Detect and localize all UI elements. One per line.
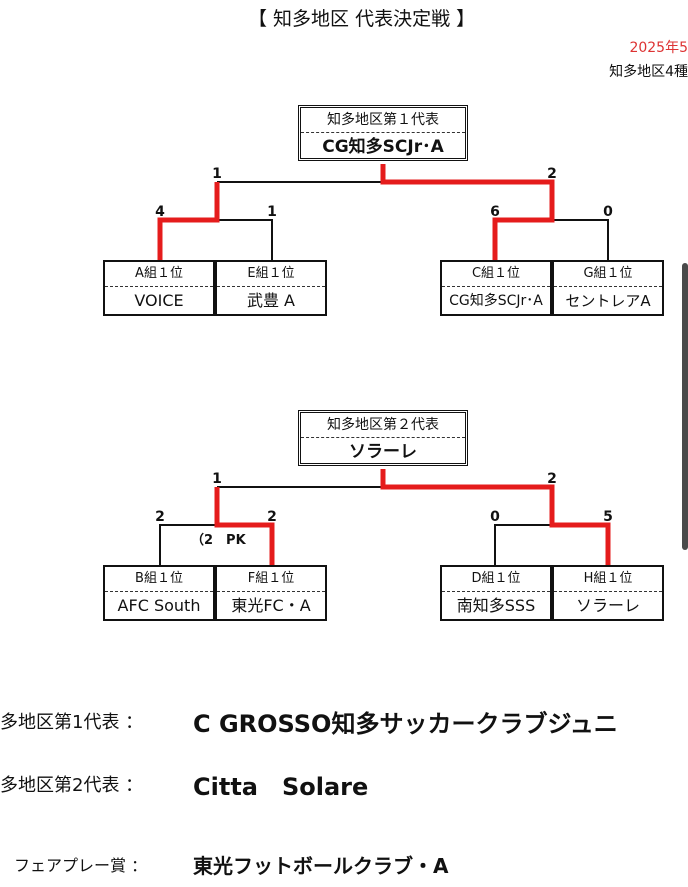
team-box-b: B組１位 AFC South: [103, 565, 215, 621]
team-group: C組１位: [442, 262, 550, 287]
team-group: D組１位: [442, 567, 550, 592]
team-name: ソラーレ: [575, 596, 640, 615]
rep1-header: 知多地区第１代表: [301, 108, 465, 133]
b1-score-e: 1: [267, 204, 277, 220]
b1-score-left: 1: [212, 166, 222, 182]
b2-score-h: 5: [603, 509, 613, 525]
team-name: 武豊 A: [246, 291, 296, 310]
team-group: G組１位: [554, 262, 662, 287]
team-box-g: G組１位 セントレアA: [552, 260, 664, 316]
team-name: セントレアA: [565, 292, 651, 310]
b1-score-right: 2: [547, 166, 557, 182]
rep1-box: 知多地区第１代表 CG知多SCJr･A: [298, 105, 468, 161]
rep1-name: CG知多SCJr･A: [322, 137, 444, 157]
result-label-3: フェアプレー賞 ：: [14, 856, 148, 875]
team-group: A組１位: [105, 262, 213, 287]
b1-score-g: 0: [603, 204, 613, 220]
b2-score-right: 2: [547, 471, 557, 487]
result-value-3: 東光フットボールクラブ・A: [193, 854, 449, 878]
b2-score-left: 1: [212, 471, 222, 487]
rep2-header: 知多地区第２代表: [301, 413, 465, 438]
team-group: B組１位: [105, 567, 213, 592]
team-group: F組１位: [217, 567, 325, 592]
b1-score-a: 4: [155, 204, 165, 220]
team-group: E組１位: [217, 262, 325, 287]
result-label-1: 多地区第1代表 ：: [0, 712, 144, 733]
rep2-box: 知多地区第２代表 ソラーレ: [298, 410, 468, 466]
page-title: 【 知多地区 代表決定戦 】: [248, 8, 476, 30]
team-name: CG知多SCJr･A: [449, 293, 543, 309]
scrollbar[interactable]: [682, 263, 688, 550]
team-box-e: E組１位 武豊 A: [215, 260, 327, 316]
rep2-name: ソラーレ: [349, 442, 417, 462]
team-box-a: A組１位 VOICE: [103, 260, 215, 316]
b2-score-d: 0: [490, 509, 500, 525]
result-label-2: 多地区第2代表 ：: [0, 775, 144, 796]
team-box-c: C組１位 CG知多SCJr･A: [440, 260, 552, 316]
b1-score-c: 6: [490, 204, 500, 220]
team-box-h: H組１位 ソラーレ: [552, 565, 664, 621]
team-name: AFC South: [117, 596, 201, 615]
date-text: 2025年5: [629, 40, 688, 56]
team-group: H組１位: [554, 567, 662, 592]
team-box-d: D組１位 南知多SSS: [440, 565, 552, 621]
b2-score-b: 2: [155, 509, 165, 525]
b2-score-f: 2: [267, 509, 277, 525]
team-name: 東光FC・A: [231, 596, 311, 615]
team-box-f: F組１位 東光FC・A: [215, 565, 327, 621]
subtitle-text: 知多地区4種: [609, 64, 688, 80]
pk-note: （2 PK: [191, 533, 246, 548]
result-value-2: Citta Solare: [193, 773, 369, 801]
result-value-1: C GROSSO知多サッカークラブジュニ: [193, 710, 618, 738]
team-name: 南知多SSS: [456, 596, 536, 615]
team-name: VOICE: [134, 291, 184, 310]
